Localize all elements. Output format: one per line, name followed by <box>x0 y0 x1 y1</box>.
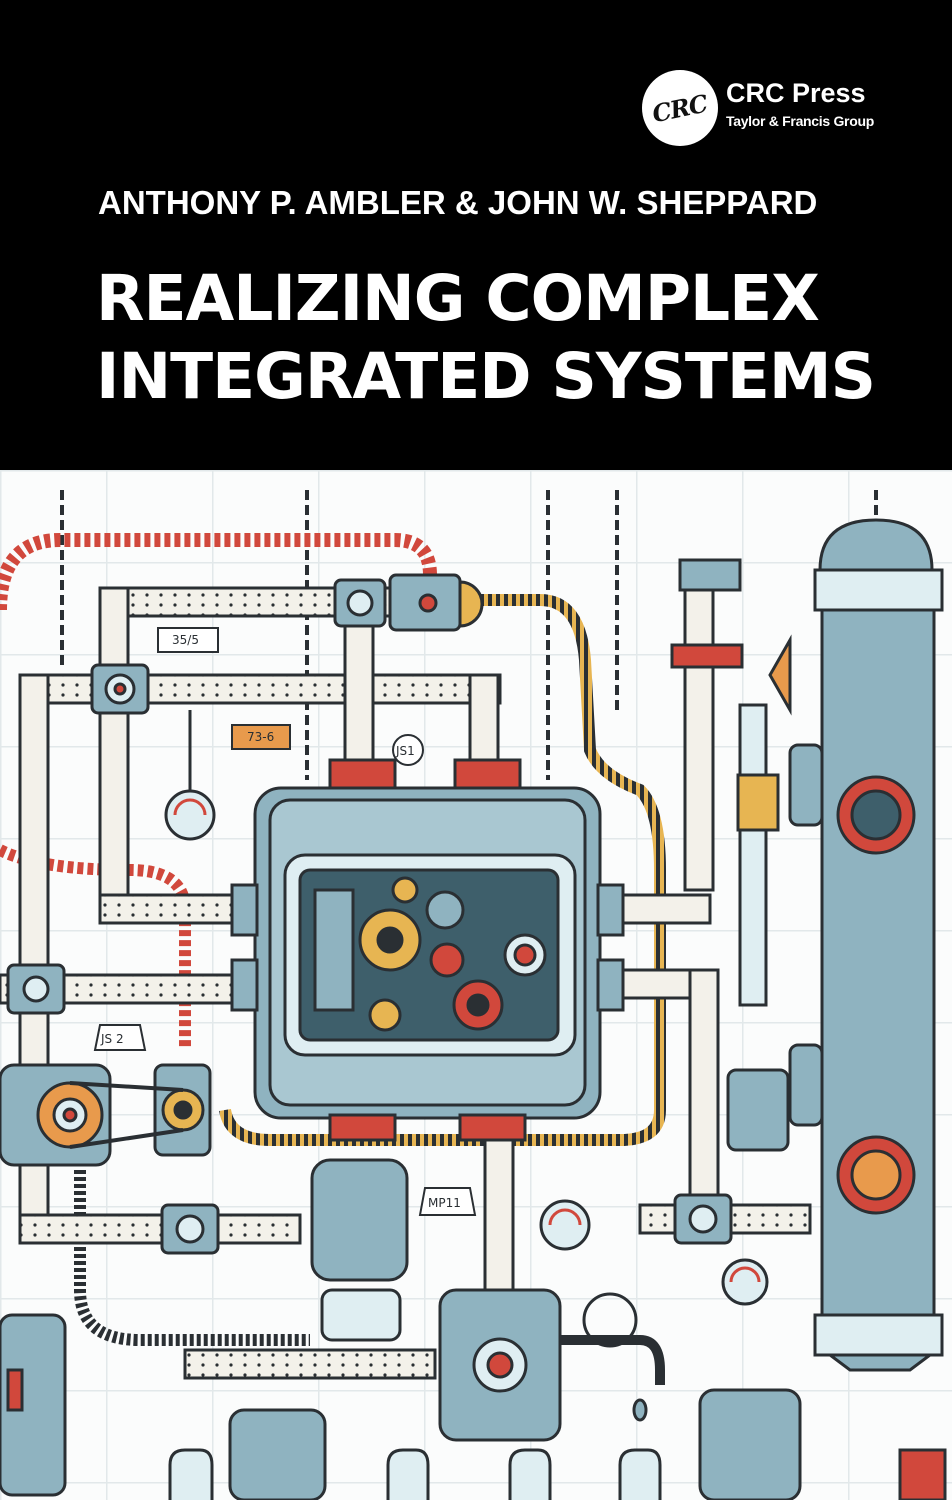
tag-35-5 <box>157 627 219 653</box>
machine-tags: 35/5 73-6 JS1 JS 2 MP11 <box>93 627 477 1216</box>
tag-73-6-text: 73-6 <box>247 730 274 744</box>
black-hose <box>74 1170 310 1346</box>
book-title-line-2: INTEGRATED SYSTEMS <box>96 340 876 413</box>
tag-73-6 <box>231 724 291 750</box>
publisher-group: Taylor & Francis Group <box>726 113 874 129</box>
publisher-name: CRC Press <box>726 78 866 108</box>
red-hose <box>0 533 437 611</box>
central-machine <box>230 758 625 1142</box>
tag-mp11 <box>418 1187 477 1216</box>
machine-illustration: 35/5 73-6 JS1 JS 2 MP11 <box>0 470 952 1500</box>
striped-hose <box>219 594 666 1146</box>
storage-tank <box>788 518 944 1372</box>
red-hose-lower <box>0 844 191 1050</box>
machinery-drawing: 35/5 73-6 JS1 JS 2 MP11 <box>0 470 952 1500</box>
tag-mp11-text: MP11 <box>428 1196 461 1210</box>
tag-35-5-text: 35/5 <box>172 633 199 647</box>
cover-header: CRC CRC Press Taylor & Francis Group ANT… <box>0 0 952 470</box>
tag-js2 <box>93 1024 147 1051</box>
crc-logo-text: CRC <box>650 88 710 128</box>
pipe-valves <box>6 573 733 1255</box>
tag-js1-text: JS1 <box>395 744 415 758</box>
tag-js1 <box>392 734 424 766</box>
book-title-line-1: REALIZING COMPLEX <box>96 262 820 335</box>
crc-logo-icon: CRC <box>642 70 718 146</box>
bottom-pump <box>310 1158 665 1442</box>
pressure-gauges <box>164 710 769 1306</box>
bottom-components <box>168 1388 947 1500</box>
pulley-machine <box>0 1063 212 1497</box>
publisher-block: CRC CRC Press Taylor & Francis Group <box>642 70 922 150</box>
spring-column <box>670 558 792 1152</box>
tag-js2-text: JS 2 <box>100 1032 124 1046</box>
book-authors: ANTHONY P. AMBLER & JOHN W. SHEPPARD <box>98 184 818 221</box>
